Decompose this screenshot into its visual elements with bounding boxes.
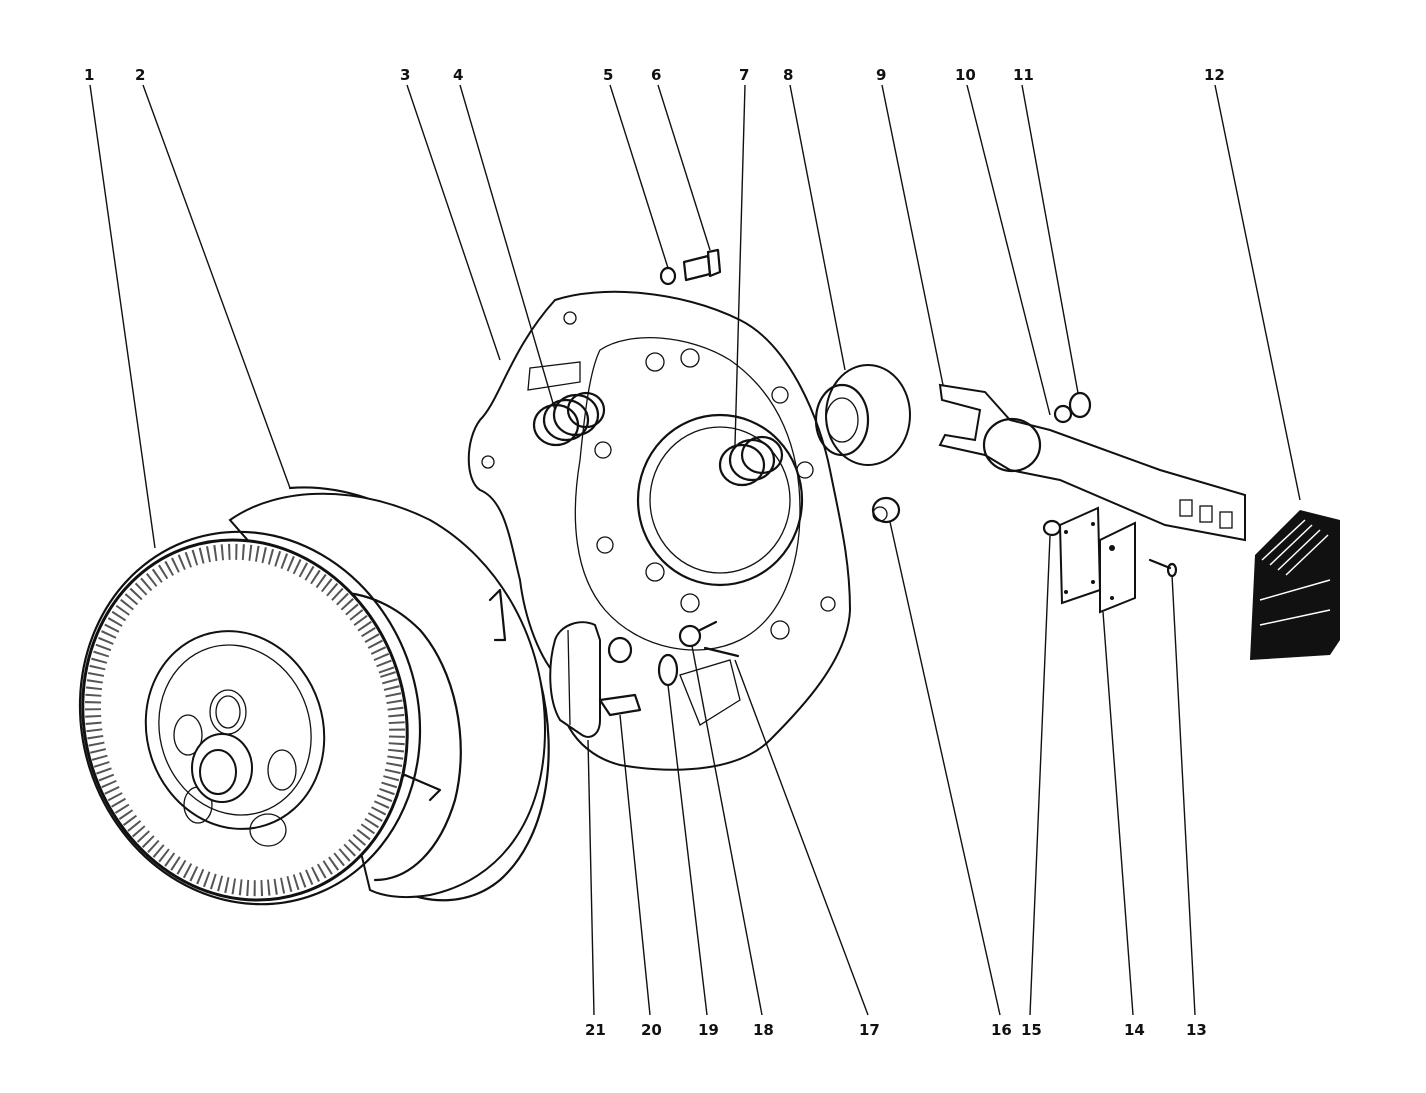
label-part-4: 4: [453, 66, 463, 84]
bolt-and-washer: [659, 248, 722, 286]
label-part-20: 20: [641, 1021, 662, 1039]
label-part-11: 11: [1013, 66, 1034, 84]
release-bearing: [814, 364, 911, 466]
pin: [703, 646, 740, 658]
label-part-16: 16: [991, 1021, 1012, 1039]
retaining-plates: [1058, 506, 1136, 614]
release-lever: [549, 621, 601, 738]
label-part-15: 15: [1021, 1021, 1042, 1039]
label-part-19: 19: [698, 1021, 719, 1039]
label-part-3: 3: [400, 66, 410, 84]
label-part-21: 21: [585, 1021, 606, 1039]
pressure-springs: [532, 391, 784, 487]
label-part-13: 13: [1186, 1021, 1207, 1039]
label-part-5: 5: [603, 66, 613, 84]
label-part-8: 8: [783, 66, 793, 84]
label-part-12: 12: [1204, 66, 1225, 84]
friction-disc: [78, 530, 422, 906]
label-part-6: 6: [651, 66, 661, 84]
leader-lines: [89, 84, 1301, 1016]
label-part-10: 10: [955, 66, 976, 84]
label-part-2: 2: [135, 66, 145, 84]
lining-segments: [1250, 510, 1340, 660]
eye-bolt: [678, 620, 718, 648]
label-part-1: 1: [84, 66, 94, 84]
part-labels: 1 2 3 4 5 6 7 8 9 10 11 12 13 14 15 16 1…: [84, 66, 1225, 1039]
grease-nipple: [1053, 391, 1092, 424]
strap: [598, 693, 642, 717]
label-part-7: 7: [739, 66, 749, 84]
label-part-14: 14: [1124, 1021, 1145, 1039]
release-fork: [938, 383, 1246, 542]
label-part-18: 18: [753, 1021, 774, 1039]
nut: [1042, 519, 1062, 537]
label-part-17: 17: [859, 1021, 880, 1039]
self-locking-nut: [871, 496, 901, 524]
label-part-9: 9: [876, 66, 886, 84]
screw: [1148, 558, 1178, 578]
